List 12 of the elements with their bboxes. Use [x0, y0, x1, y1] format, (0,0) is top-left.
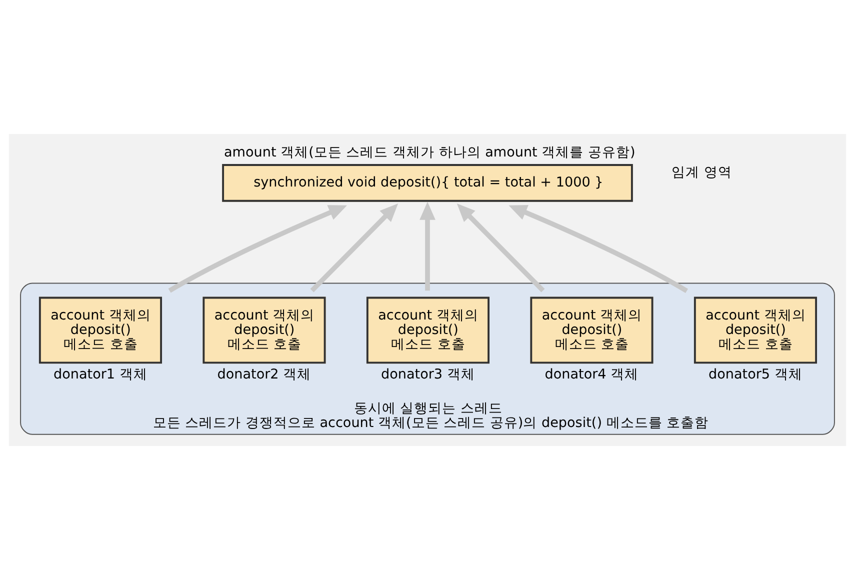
node-label: donator4 객체: [544, 366, 639, 382]
arrow: [456, 203, 545, 292]
label: 임계 영역: [672, 164, 732, 180]
arrow: [420, 202, 436, 291]
node-label: donator3 객체: [380, 366, 475, 382]
node-label: donator1 객체: [53, 366, 148, 382]
arrow: [508, 205, 688, 294]
node-label: donator2 객체: [217, 366, 312, 382]
arrow: [168, 205, 348, 293]
arrow: [310, 203, 398, 292]
node-label: donator5 객체: [708, 366, 802, 382]
node-label: amount 객체(모든 스레드 객체가 하나의 amount 객체를 공유함): [224, 144, 636, 160]
